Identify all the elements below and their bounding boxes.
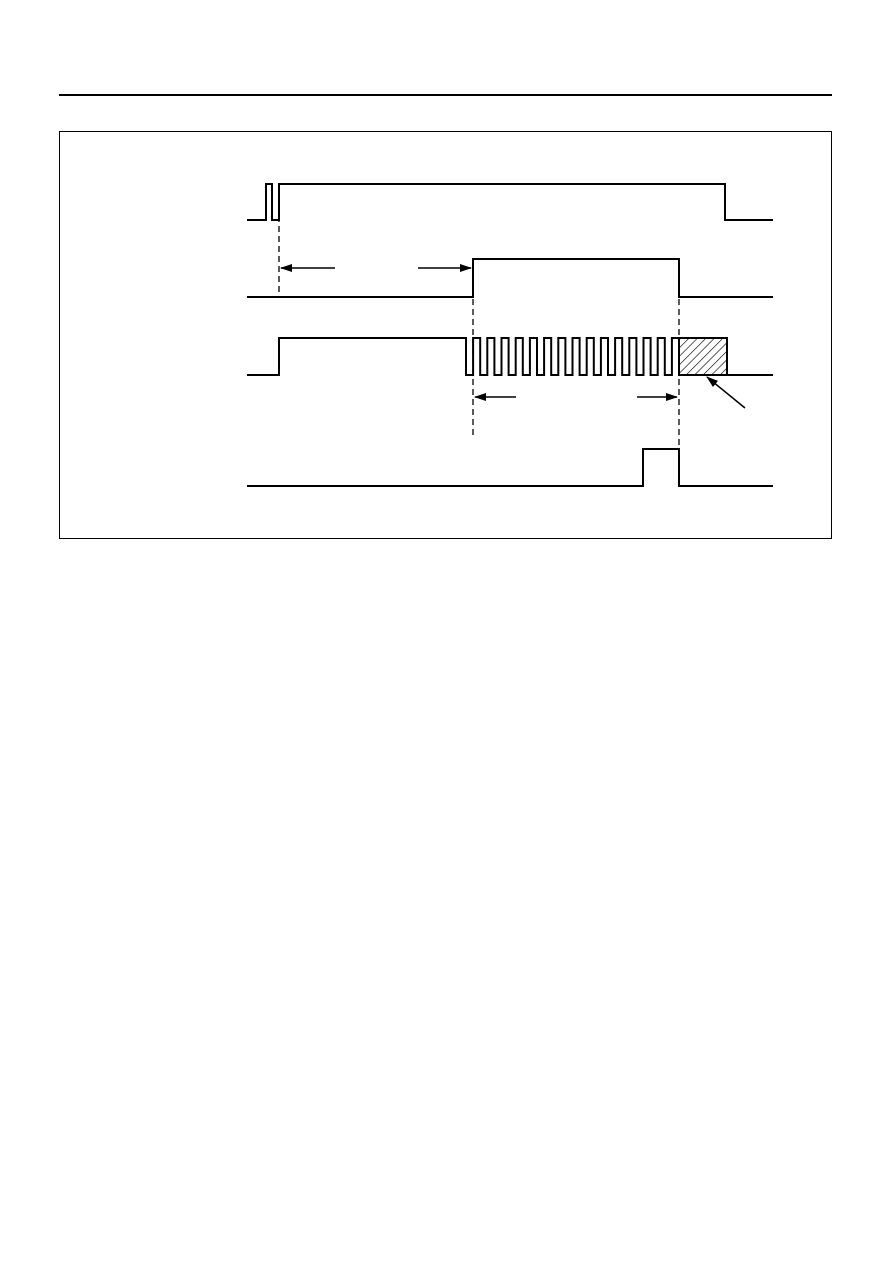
signal-1-waveform [247,183,773,221]
arrow-pointer-hatched [706,376,746,409]
signal-3-hatched-region [678,337,728,376]
figure-frame [59,131,832,539]
signal-3-waveform [247,337,773,376]
signal-4-waveform [247,448,773,487]
header-rule [59,94,832,96]
signal-3 [247,337,773,376]
signal-2-waveform [247,258,773,298]
